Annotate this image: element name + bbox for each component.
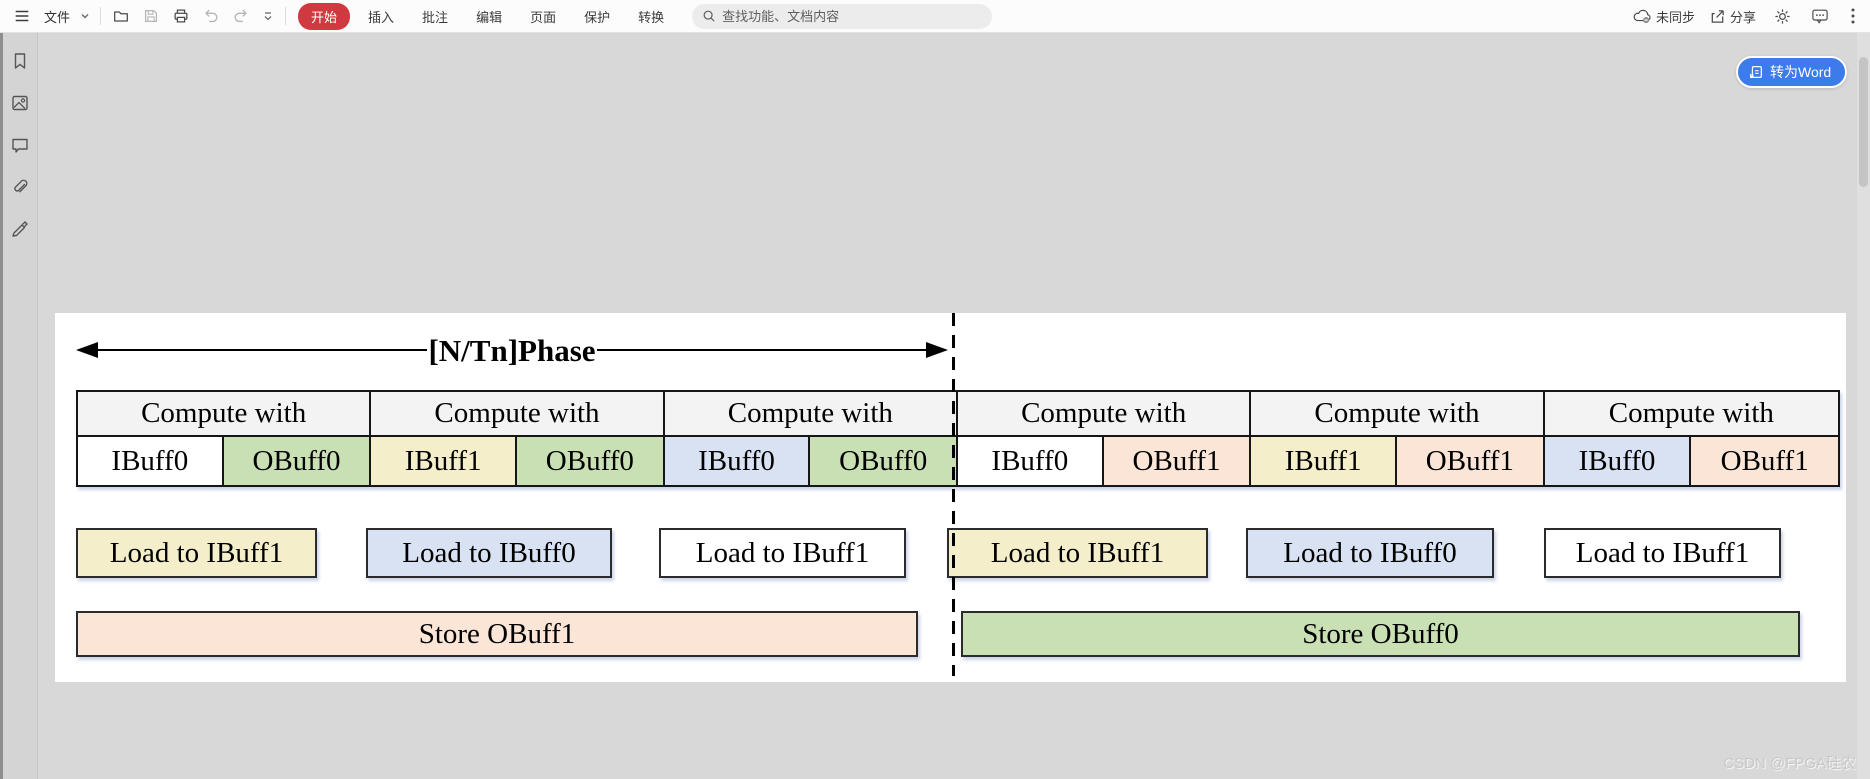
arrow-right-head [926,342,949,358]
load-box: Load to IBuff0 [1246,528,1494,578]
compute-group: Compute with IBuff0 OBuff1 [958,392,1252,485]
store-box: Store OBuff0 [961,611,1800,657]
phase-span-arrow: [N/Tn]Phase [76,332,949,368]
compute-group: Compute with IBuff1 OBuff1 [1251,392,1545,485]
print-icon[interactable] [169,4,193,28]
sync-status[interactable]: 未同步 [1632,7,1695,26]
watermark: CSDN @FPGA硅农 [1723,755,1856,772]
compute-header-cell: Compute with [78,392,370,437]
save-icon[interactable] [139,4,163,28]
compute-table: Compute with IBuff0 OBuff0 Compute with … [76,390,1840,487]
signature-icon[interactable] [8,217,32,241]
compute-header-cell: Compute with [664,392,956,437]
load-box: Load to IBuff1 [659,528,906,578]
document-page: [N/Tn]Phase Compute with IBuff0 OBuff0 C… [55,313,1846,682]
tab-comment[interactable]: 批注 [422,9,449,25]
search-box[interactable] [692,3,993,29]
convert-to-word-button[interactable]: 转为Word [1736,56,1848,88]
toolbar-divider [285,7,287,25]
search-input[interactable] [722,8,983,24]
document-canvas: 转为Word [N/Tn]Phase Compute with IBuff0 O… [38,33,1870,779]
compute-group: Compute with IBuff0 OBuff0 [664,392,958,485]
top-toolbar: 文件 开始 插入 批注 编辑 页面 保护 转换 [0,0,1870,33]
file-menu[interactable]: 文件 [44,9,71,25]
image-icon[interactable] [8,91,32,115]
load-box: Load to IBuff0 [366,528,612,578]
input-buffer-cell: IBuff1 [371,437,517,485]
arrow-line-left [98,348,428,352]
compute-header-cell: Compute with [958,392,1250,437]
input-buffer-cell: IBuff0 [78,437,224,485]
toolbar-divider [100,7,102,25]
compute-group: Compute with IBuff0 OBuff0 [78,392,372,485]
input-buffer-cell: IBuff0 [664,437,811,485]
store-box: Store OBuff1 [76,611,918,657]
input-buffer-cell: IBuff0 [1544,437,1692,485]
arrow-line-right [596,348,927,352]
tab-insert[interactable]: 插入 [368,9,395,25]
cloud-unsynced-icon [1632,7,1652,25]
compute-header-cell: Compute with [1251,392,1543,437]
compute-header-cell: Compute with [371,392,663,437]
input-buffer-cell: IBuff1 [1251,437,1397,485]
kebab-menu-icon[interactable] [1846,4,1860,28]
compute-group: Compute with IBuff0 OBuff1 [1544,392,1838,485]
compute-header-cell: Compute with [1544,392,1838,437]
input-buffer-cell: IBuff0 [958,437,1104,485]
collapse-toolbar-icon[interactable] [259,4,277,28]
phase-divider-dashed-line [952,313,955,676]
sync-status-label: 未同步 [1655,9,1695,25]
comment-bubble-icon[interactable] [8,133,32,157]
arrow-left-head [76,342,98,358]
share-icon [1709,8,1726,25]
phase-label: [N/Tn]Phase [428,332,596,368]
load-box: Load to IBuff1 [1544,528,1781,578]
tab-home[interactable]: 开始 [298,2,351,30]
folder-open-icon[interactable] [109,4,133,28]
gear-icon[interactable] [1770,4,1794,28]
output-buffer-cell: OBuff1 [1691,437,1838,485]
load-box: Load to IBuff1 [76,528,317,578]
load-box: Load to IBuff1 [947,528,1208,578]
share-label: 分享 [1729,9,1756,25]
output-buffer-cell: OBuff0 [810,437,956,485]
undo-icon[interactable] [199,4,223,28]
comment-icon[interactable] [1808,4,1832,28]
output-buffer-cell: OBuff0 [223,437,370,485]
compute-group: Compute with IBuff1 OBuff0 [371,392,665,485]
tab-protect[interactable]: 保护 [584,9,611,25]
vertical-scrollbar[interactable] [1857,33,1870,779]
bookmark-icon[interactable] [8,49,32,73]
chevron-down-icon[interactable] [78,4,92,28]
left-sidebar [0,33,38,779]
word-doc-icon [1748,64,1764,80]
menu-icon[interactable] [10,4,34,28]
output-buffer-cell: OBuff1 [1103,437,1250,485]
search-icon [702,9,716,23]
scrollbar-thumb[interactable] [1859,57,1868,187]
paperclip-icon[interactable] [8,175,32,199]
output-buffer-cell: OBuff0 [516,437,663,485]
tab-page[interactable]: 页面 [530,9,557,25]
output-buffer-cell: OBuff1 [1396,437,1543,485]
tab-edit[interactable]: 编辑 [476,9,503,25]
tab-convert[interactable]: 转换 [638,9,665,25]
redo-icon[interactable] [229,4,253,28]
convert-to-word-label: 转为Word [1770,64,1832,80]
share-button[interactable]: 分享 [1709,7,1756,26]
